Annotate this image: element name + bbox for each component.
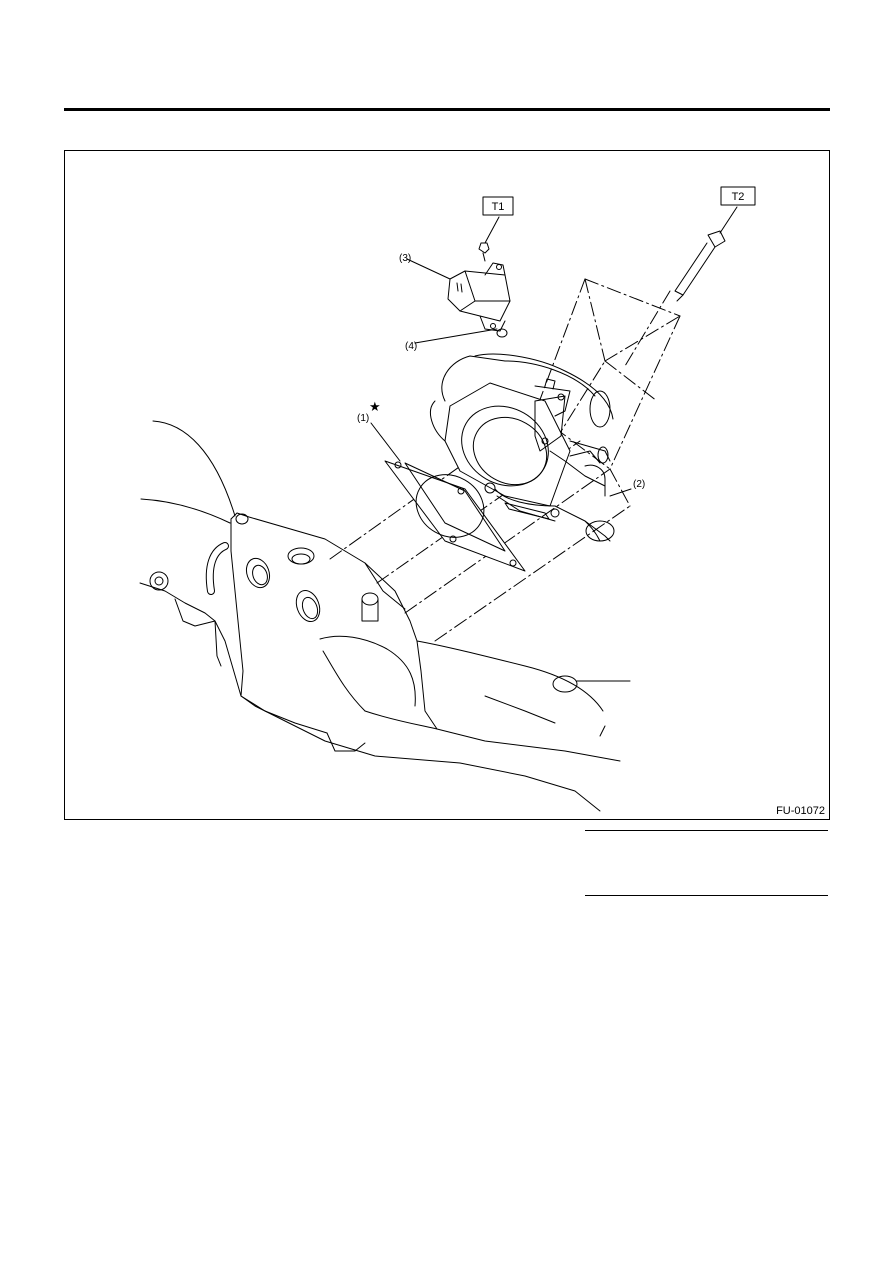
intake-manifold — [139, 420, 621, 812]
throttle-position-sensor — [447, 262, 511, 332]
figure-code: FU-01072 — [776, 805, 825, 817]
callout-t2: T2 — [732, 191, 745, 203]
callout-box-t1 — [482, 196, 514, 216]
callout-2: (2) — [633, 479, 645, 490]
callout-1: (1) — [357, 413, 369, 424]
o-ring — [496, 328, 508, 338]
star-mark: ★ — [369, 399, 381, 414]
callout-t1: T1 — [492, 201, 505, 213]
callout-4: (4) — [405, 341, 417, 352]
callout-3: (3) — [399, 253, 411, 264]
note-rule-bottom — [585, 895, 828, 896]
header-rule — [64, 108, 830, 111]
leader-lines — [370, 206, 738, 497]
throttle-body-exploded-diagram: T1 T2 (3) (4) (1) ★ (2) — [139, 186, 756, 812]
exploded-diagram-frame: T1 T2 (3) (4) (1) ★ (2) FU-01072 — [64, 150, 830, 820]
manifold-ports — [149, 513, 631, 737]
note-rule-top — [585, 830, 828, 831]
screw-t1 — [478, 242, 490, 262]
gasket — [384, 460, 526, 572]
bolt-t2 — [674, 230, 726, 302]
callout-box-t2 — [720, 186, 756, 206]
throttle-body — [430, 353, 615, 542]
